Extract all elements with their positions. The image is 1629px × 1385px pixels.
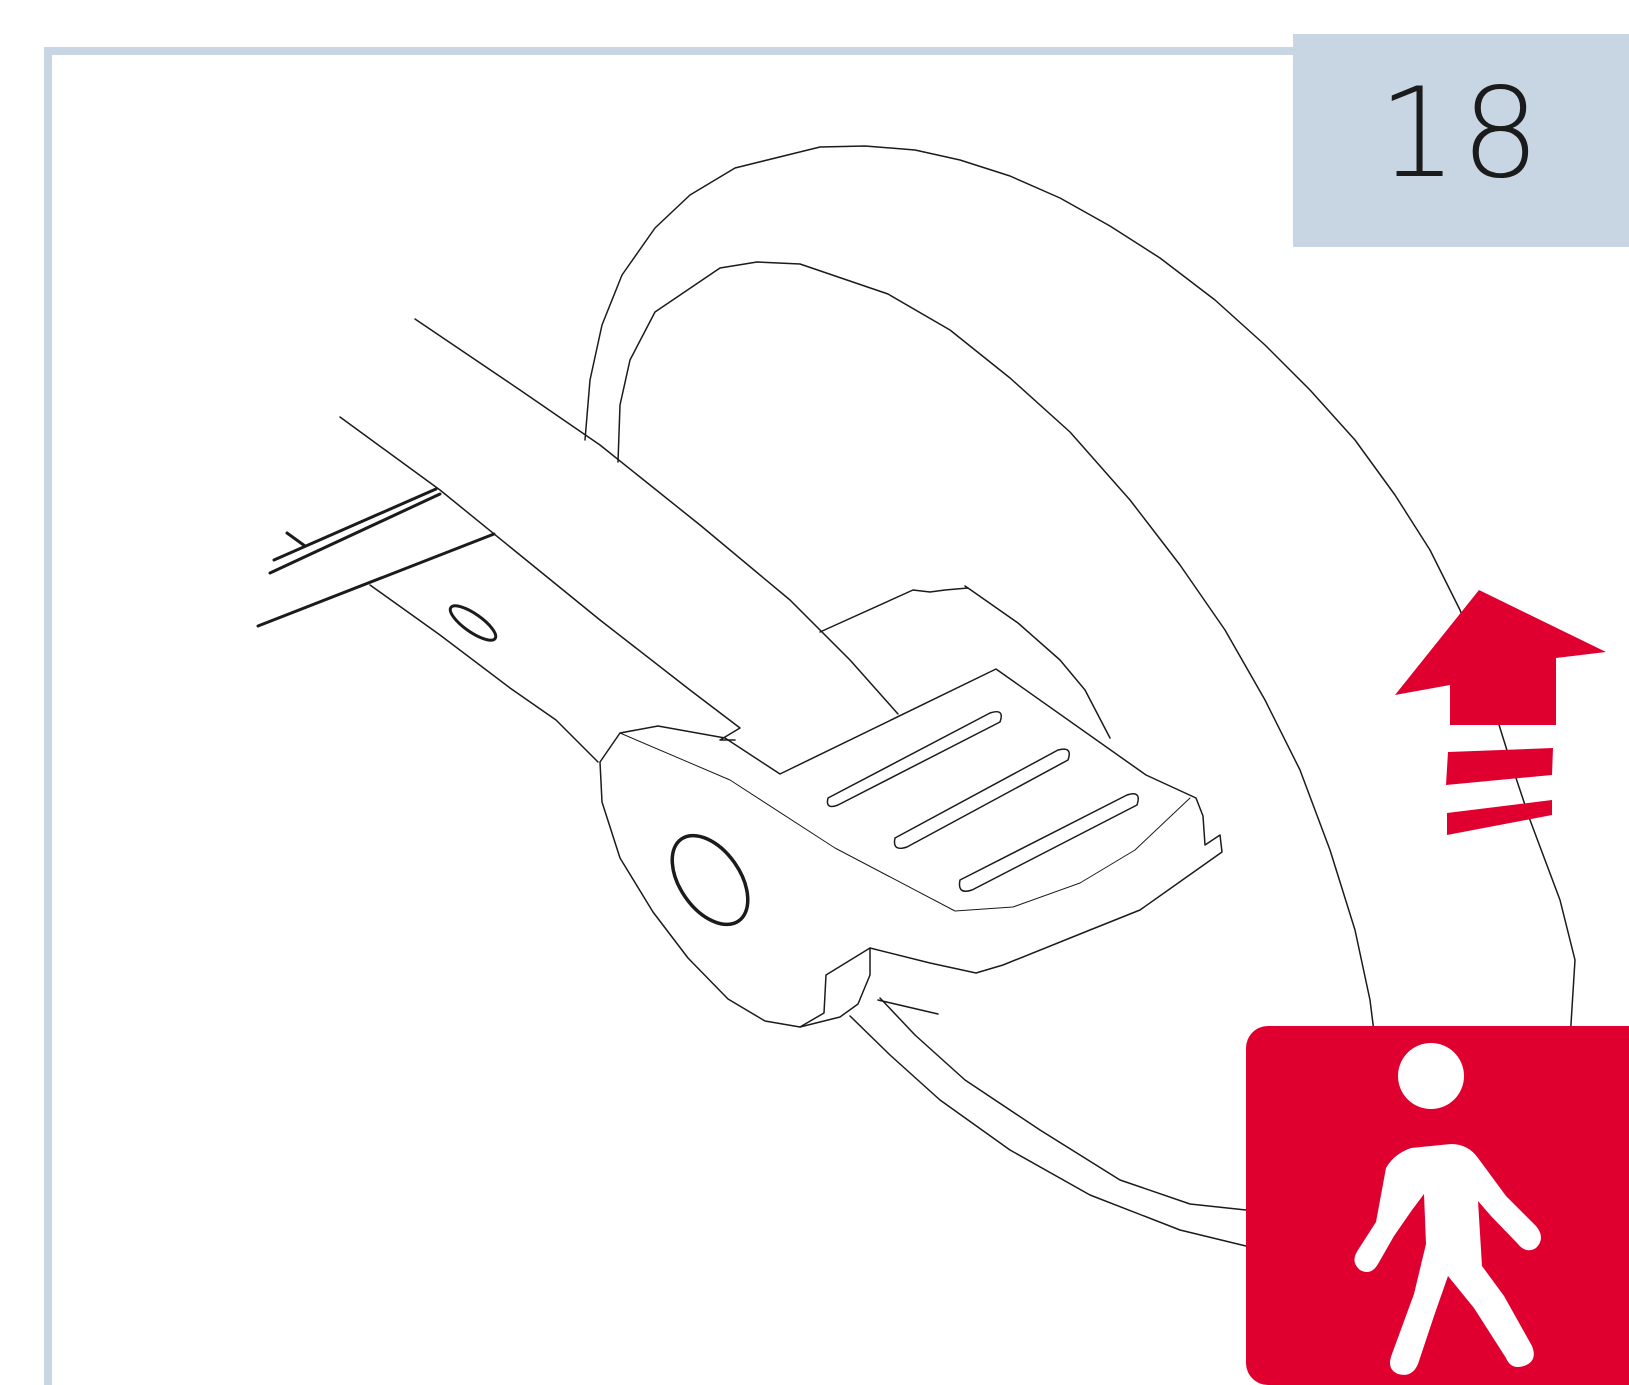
cut-mark-3: [258, 534, 494, 626]
arrow-up-icon: [1395, 590, 1606, 835]
pedal-ridge-3: [960, 794, 1139, 892]
axle-tube-lower: [340, 417, 740, 740]
housing-foot-line: [878, 1000, 938, 1014]
pedestrian-walking-icon: [1246, 1026, 1629, 1385]
axle-tube-upper: [415, 319, 898, 714]
cut-mark-4: [287, 533, 305, 546]
pedal-ridge-2: [895, 749, 1070, 848]
pivot-hole: [657, 822, 764, 938]
wheel-rim-outer: [585, 146, 1575, 1040]
brake-housing: [600, 669, 1222, 1027]
pedal-ridge-1: [827, 712, 1001, 807]
cut-mark-2: [274, 489, 436, 560]
step-number: 18: [1378, 72, 1544, 196]
pedestrian-badge: [1246, 1026, 1629, 1385]
axle-tube-bottom: [370, 585, 598, 762]
cut-mark-1: [270, 494, 440, 573]
tube-slot: [446, 600, 501, 646]
brake-cover-top: [820, 588, 1110, 738]
step-number-badge: 18: [1293, 34, 1629, 247]
wheel-rim-bottom-inner: [880, 998, 1246, 1210]
housing-lower-step: [800, 948, 870, 1027]
wheel-rim-bottom-outer: [850, 1016, 1250, 1247]
